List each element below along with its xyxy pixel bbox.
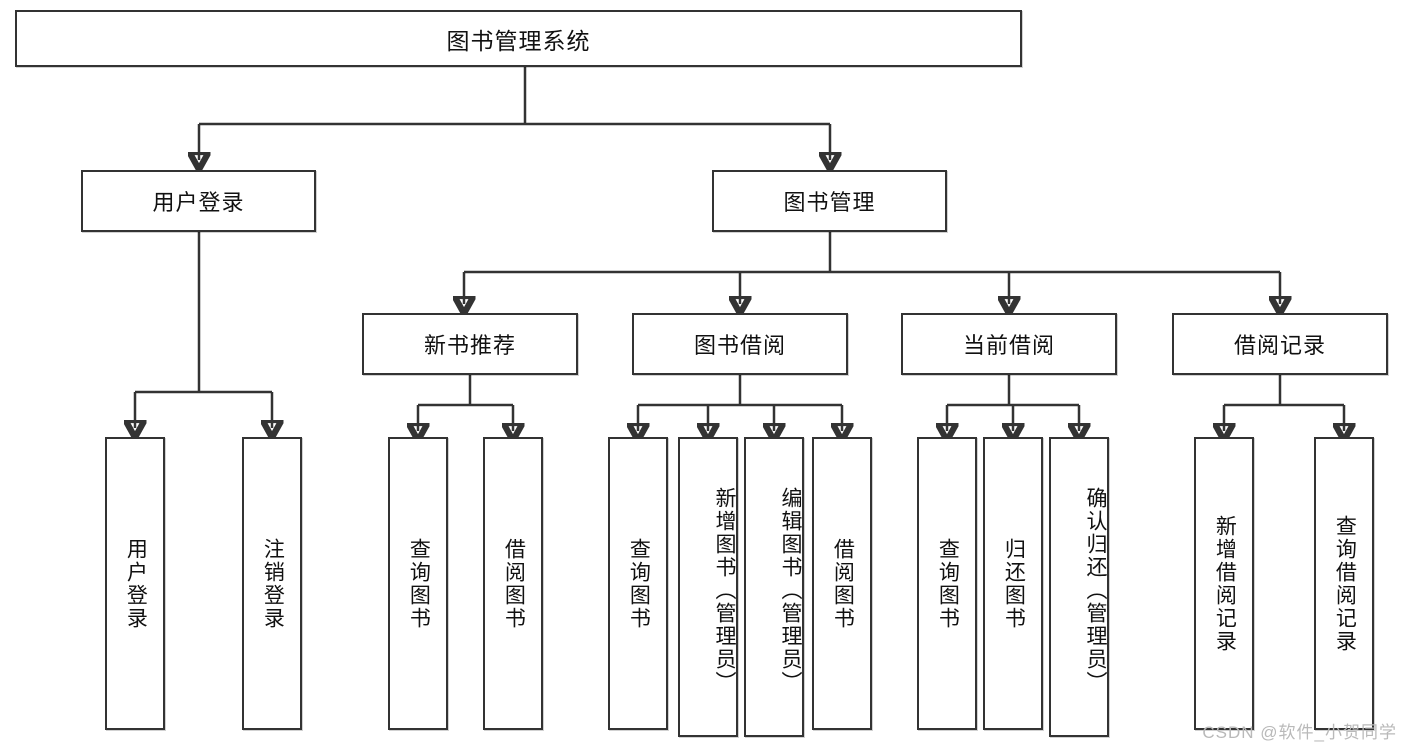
node-current-borrow-label: 当前借阅 (962, 333, 1055, 358)
leaf-borrow-book-2-label: 借阅图书 (831, 537, 855, 630)
node-book-manage[interactable]: 图书管理 (712, 170, 947, 232)
node-user-login[interactable]: 用户登录 (81, 170, 316, 232)
node-user-login-label: 用户登录 (152, 190, 245, 215)
node-new-book-recommend-label: 新书推荐 (423, 333, 516, 358)
leaf-query-book-2[interactable]: 查询图书 (608, 437, 668, 730)
leaf-query-book-2-label: 查询图书 (627, 537, 651, 630)
leaf-return-book-label: 归还图书 (1002, 537, 1026, 630)
leaf-add-record-label: 新增借阅记录 (1213, 514, 1237, 653)
leaf-query-book-3-label: 查询图书 (936, 537, 960, 630)
leaf-borrow-book-1[interactable]: 借阅图书 (483, 437, 543, 730)
node-root-label: 图书管理系统 (446, 27, 591, 54)
leaf-query-book-3[interactable]: 查询图书 (917, 437, 977, 730)
leaf-logout-label: 注销登录 (261, 537, 285, 630)
leaf-borrow-book-1-label: 借阅图书 (502, 537, 526, 630)
leaf-edit-book-label: 编辑图书（管理员） (779, 486, 802, 694)
node-book-manage-label: 图书管理 (783, 190, 876, 215)
leaf-add-book-label: 新增图书（管理员） (713, 486, 736, 694)
leaf-add-book[interactable]: 新增图书（管理员） (678, 437, 738, 737)
leaf-logout[interactable]: 注销登录 (242, 437, 302, 730)
node-current-borrow[interactable]: 当前借阅 (901, 313, 1117, 375)
node-book-borrow-label: 图书借阅 (693, 333, 786, 358)
leaf-return-book[interactable]: 归还图书 (983, 437, 1043, 730)
leaf-query-record[interactable]: 查询借阅记录 (1314, 437, 1374, 730)
node-borrow-record[interactable]: 借阅记录 (1172, 313, 1388, 375)
leaf-edit-book[interactable]: 编辑图书（管理员） (744, 437, 804, 737)
node-book-borrow[interactable]: 图书借阅 (632, 313, 848, 375)
leaf-query-book-1[interactable]: 查询图书 (388, 437, 448, 730)
leaf-borrow-book-2[interactable]: 借阅图书 (812, 437, 872, 730)
leaf-query-book-1-label: 查询图书 (407, 537, 431, 630)
leaf-confirm-return[interactable]: 确认归还（管理员） (1049, 437, 1109, 737)
leaf-confirm-return-label: 确认归还（管理员） (1084, 486, 1107, 694)
node-new-book-recommend[interactable]: 新书推荐 (362, 313, 578, 375)
leaf-user-login[interactable]: 用户登录 (105, 437, 165, 730)
node-root-system[interactable]: 图书管理系统 (15, 10, 1022, 67)
leaf-query-record-label: 查询借阅记录 (1333, 514, 1357, 653)
leaf-user-login-label: 用户登录 (124, 537, 148, 630)
node-borrow-record-label: 借阅记录 (1233, 333, 1326, 358)
leaf-add-record[interactable]: 新增借阅记录 (1194, 437, 1254, 730)
